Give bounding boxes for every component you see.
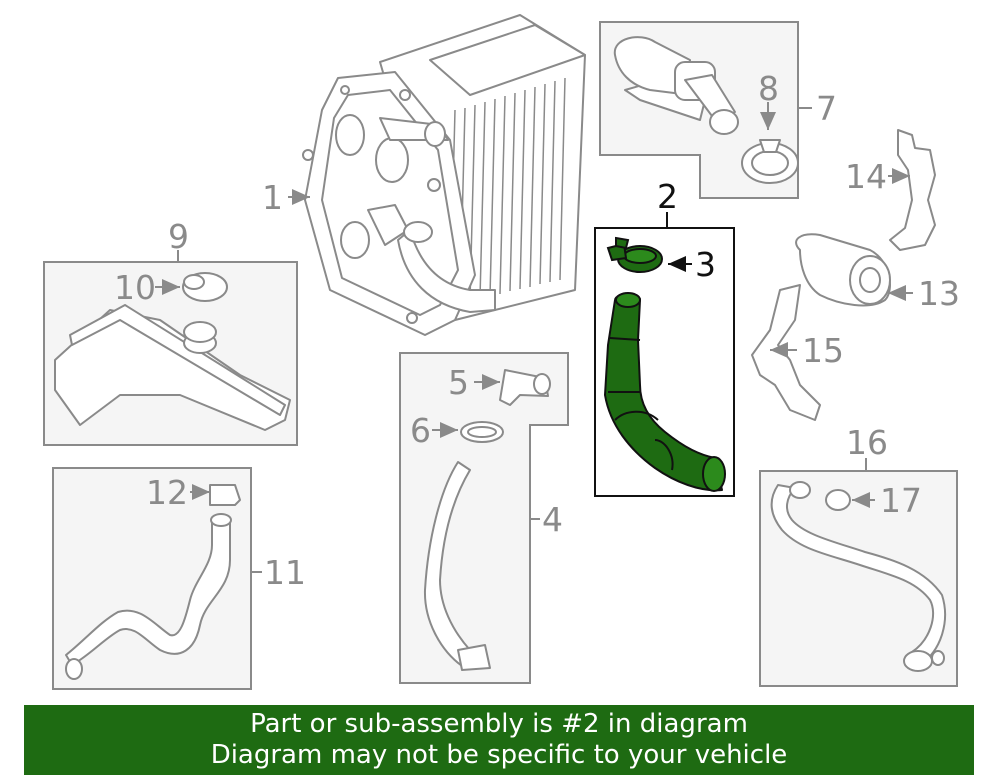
- callout-16: 16: [846, 423, 888, 462]
- panel-9: [43, 261, 298, 446]
- panel-2: [594, 227, 735, 497]
- callout-7: 7: [816, 89, 837, 128]
- leader-lines-active: [666, 212, 692, 272]
- callout-3: 3: [695, 245, 716, 284]
- callout-8: 8: [758, 69, 779, 108]
- callout-15: 15: [802, 331, 844, 370]
- panel-11: [52, 467, 252, 690]
- parts-13-15: [751, 129, 936, 421]
- callout-5: 5: [448, 363, 469, 402]
- notice-banner: Part or sub-assembly is #2 in diagram Di…: [24, 705, 974, 775]
- callout-12: 12: [146, 473, 188, 512]
- callout-11: 11: [264, 553, 306, 592]
- banner-line-1: Part or sub-assembly is #2 in diagram: [250, 709, 748, 739]
- callout-14: 14: [845, 157, 887, 196]
- part-2-hose: [604, 292, 726, 492]
- panel-16: [759, 470, 958, 687]
- callout-13: 13: [918, 274, 960, 313]
- leader-lines: [155, 102, 913, 573]
- callout-2: 2: [657, 177, 678, 216]
- part-1-intercooler: [302, 14, 586, 336]
- callout-6: 6: [410, 411, 431, 450]
- banner-line-2: Diagram may not be specific to your vehi…: [210, 740, 788, 770]
- callout-10: 10: [114, 268, 156, 307]
- callout-17: 17: [880, 481, 922, 520]
- callout-4: 4: [542, 500, 563, 539]
- panel-7: [599, 21, 799, 199]
- callout-1: 1: [262, 178, 283, 217]
- part-3-clamp: [606, 236, 663, 273]
- callout-9: 9: [168, 217, 189, 256]
